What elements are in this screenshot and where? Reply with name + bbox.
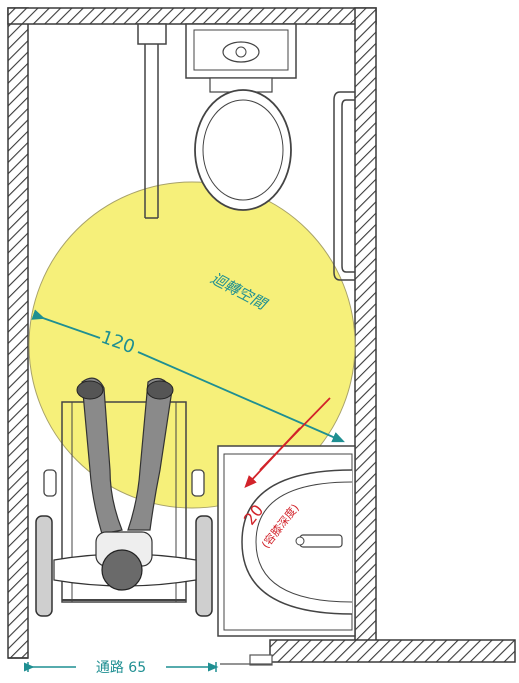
walls bbox=[7, 7, 516, 666]
passage-dimension bbox=[24, 662, 219, 672]
side-grab-bar-icon bbox=[333, 91, 355, 281]
grab-bar-icon bbox=[137, 23, 167, 219]
right-wall bbox=[354, 7, 377, 649]
diameter-dimension bbox=[31, 309, 345, 443]
door-threshold bbox=[249, 654, 273, 666]
clearance-dimension bbox=[244, 397, 331, 488]
passage-label: 通路 65 bbox=[96, 660, 146, 676]
toilet-icon bbox=[185, 23, 297, 211]
left-wall bbox=[7, 7, 29, 659]
bottom-right-wall bbox=[269, 639, 516, 663]
wheelchair-user-icon bbox=[35, 377, 213, 617]
turning-space-circle bbox=[28, 181, 356, 509]
washbasin-icon bbox=[217, 445, 356, 637]
top-wall bbox=[7, 7, 377, 25]
